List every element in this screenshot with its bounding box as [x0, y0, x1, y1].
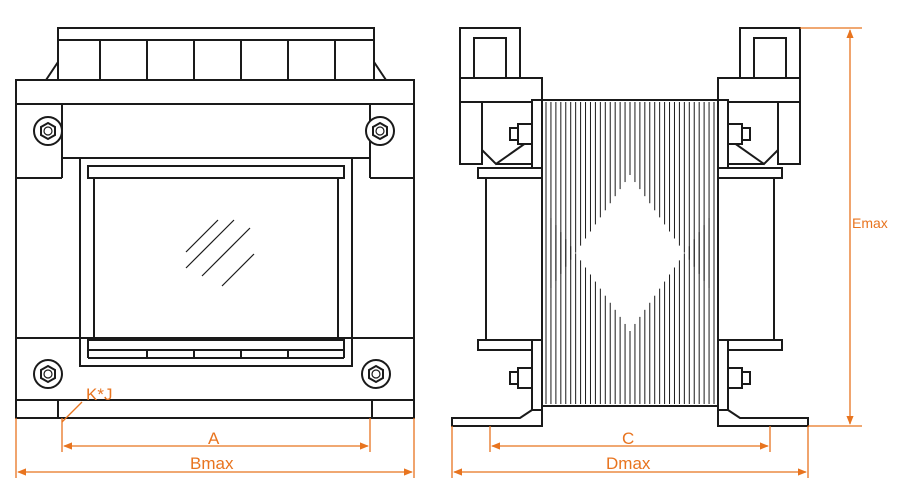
- front-frame: [15, 79, 415, 419]
- bolt-bottom-right: [361, 359, 391, 389]
- label-a: A: [208, 429, 220, 448]
- bolt-top-right: [365, 116, 395, 146]
- right-bracket: [717, 27, 801, 173]
- left-bracket: [459, 27, 543, 173]
- coil-window: [79, 157, 353, 367]
- dim-kj-leader: [61, 401, 83, 423]
- terminal-block-top: [45, 27, 387, 81]
- label-emax: Emax: [852, 215, 888, 231]
- coil-body: [541, 99, 719, 407]
- bobbin-left: [477, 167, 543, 351]
- lower-bracket-left: [451, 339, 543, 427]
- label-bmax: Bmax: [190, 454, 234, 473]
- label-c: C: [622, 429, 634, 448]
- label-dmax: Dmax: [606, 454, 651, 473]
- label-k-j: K*J: [86, 385, 112, 404]
- bobbin-right: [717, 167, 783, 351]
- bolt-top-left: [33, 116, 63, 146]
- lower-bracket-right: [717, 339, 809, 427]
- front-view: [15, 27, 415, 419]
- dimension-lines: [15, 27, 862, 478]
- bolt-bottom-left: [33, 359, 63, 389]
- side-view: [451, 27, 809, 427]
